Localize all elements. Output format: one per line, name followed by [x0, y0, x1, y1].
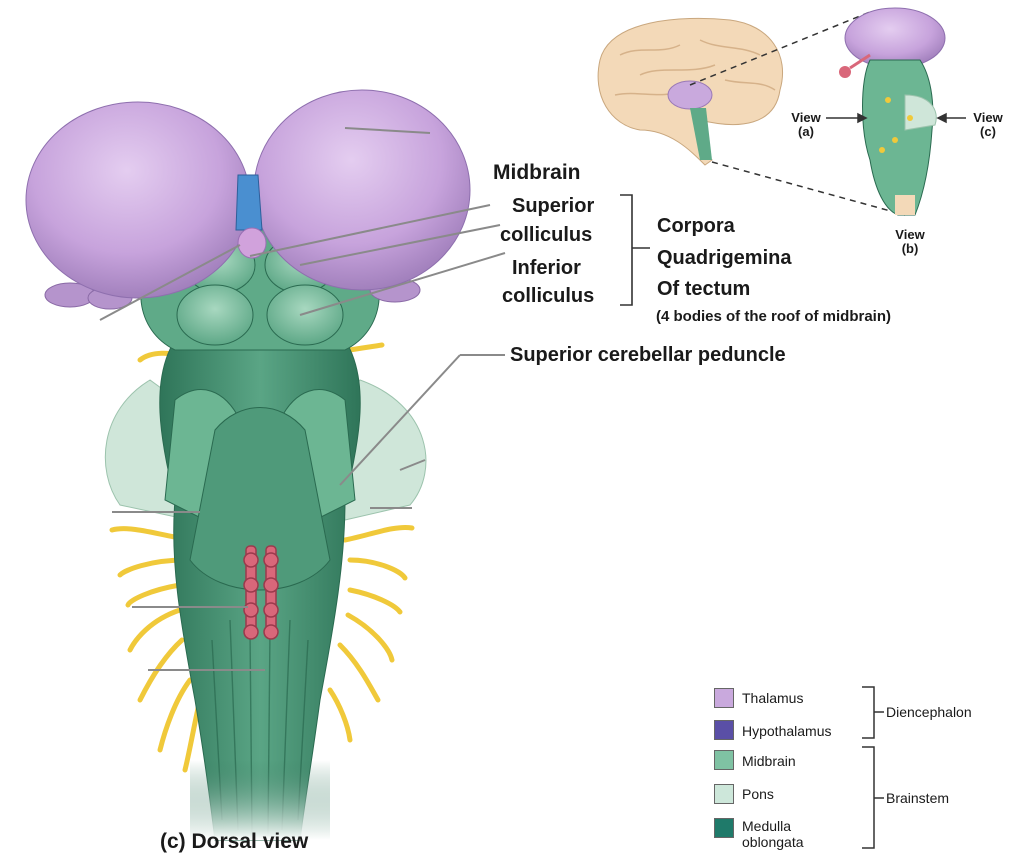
- superior-colliculus-label: Superior: [512, 195, 594, 218]
- midbrain-heading: Midbrain: [493, 161, 581, 185]
- inferior-colliculus-label: Inferior: [512, 257, 581, 280]
- legend-label-oblongata: oblongata: [742, 834, 804, 850]
- legend-label-pons: Pons: [742, 786, 774, 802]
- of-tectum-label: Of tectum: [657, 278, 750, 301]
- superior-cerebellar-peduncle-label: Superior cerebellar peduncle: [510, 344, 786, 367]
- inset-brainstem: [839, 8, 945, 215]
- legend-brackets: [862, 687, 884, 848]
- superior-colliculus-label-2: colliculus: [500, 224, 592, 247]
- legend-swatch-thalamus: [714, 688, 734, 708]
- legend-group-diencephalon: Diencephalon: [886, 704, 972, 720]
- inset-brain: [598, 18, 782, 165]
- inset-view-a: View(a): [786, 111, 826, 139]
- inferior-colliculus-label-2: colliculus: [502, 285, 594, 308]
- legend-label-midbrain: Midbrain: [742, 753, 796, 769]
- legend-label-hypothalamus: Hypothalamus: [742, 723, 832, 739]
- legend-swatch-midbrain: [714, 750, 734, 770]
- legend-swatch-medulla: [714, 818, 734, 838]
- legend-label-thalamus: Thalamus: [742, 690, 803, 706]
- legend-group-brainstem: Brainstem: [886, 790, 949, 806]
- roof-note: (4 bodies of the roof of midbrain): [656, 308, 891, 326]
- legend-swatch-hypothalamus: [714, 720, 734, 740]
- quadrigemina-label: Quadrigemina: [657, 247, 791, 270]
- inset-view-c: View(c): [966, 111, 1010, 139]
- brainstem-body: [141, 221, 380, 840]
- inset-view-b: View(b): [888, 228, 932, 256]
- legend-swatch-pons: [714, 784, 734, 804]
- corpora-label: Corpora: [657, 215, 735, 238]
- caption: (c) Dorsal view: [160, 830, 308, 854]
- legend-label-medulla: Medulla: [742, 818, 791, 834]
- colliculi-bracket: [620, 195, 632, 305]
